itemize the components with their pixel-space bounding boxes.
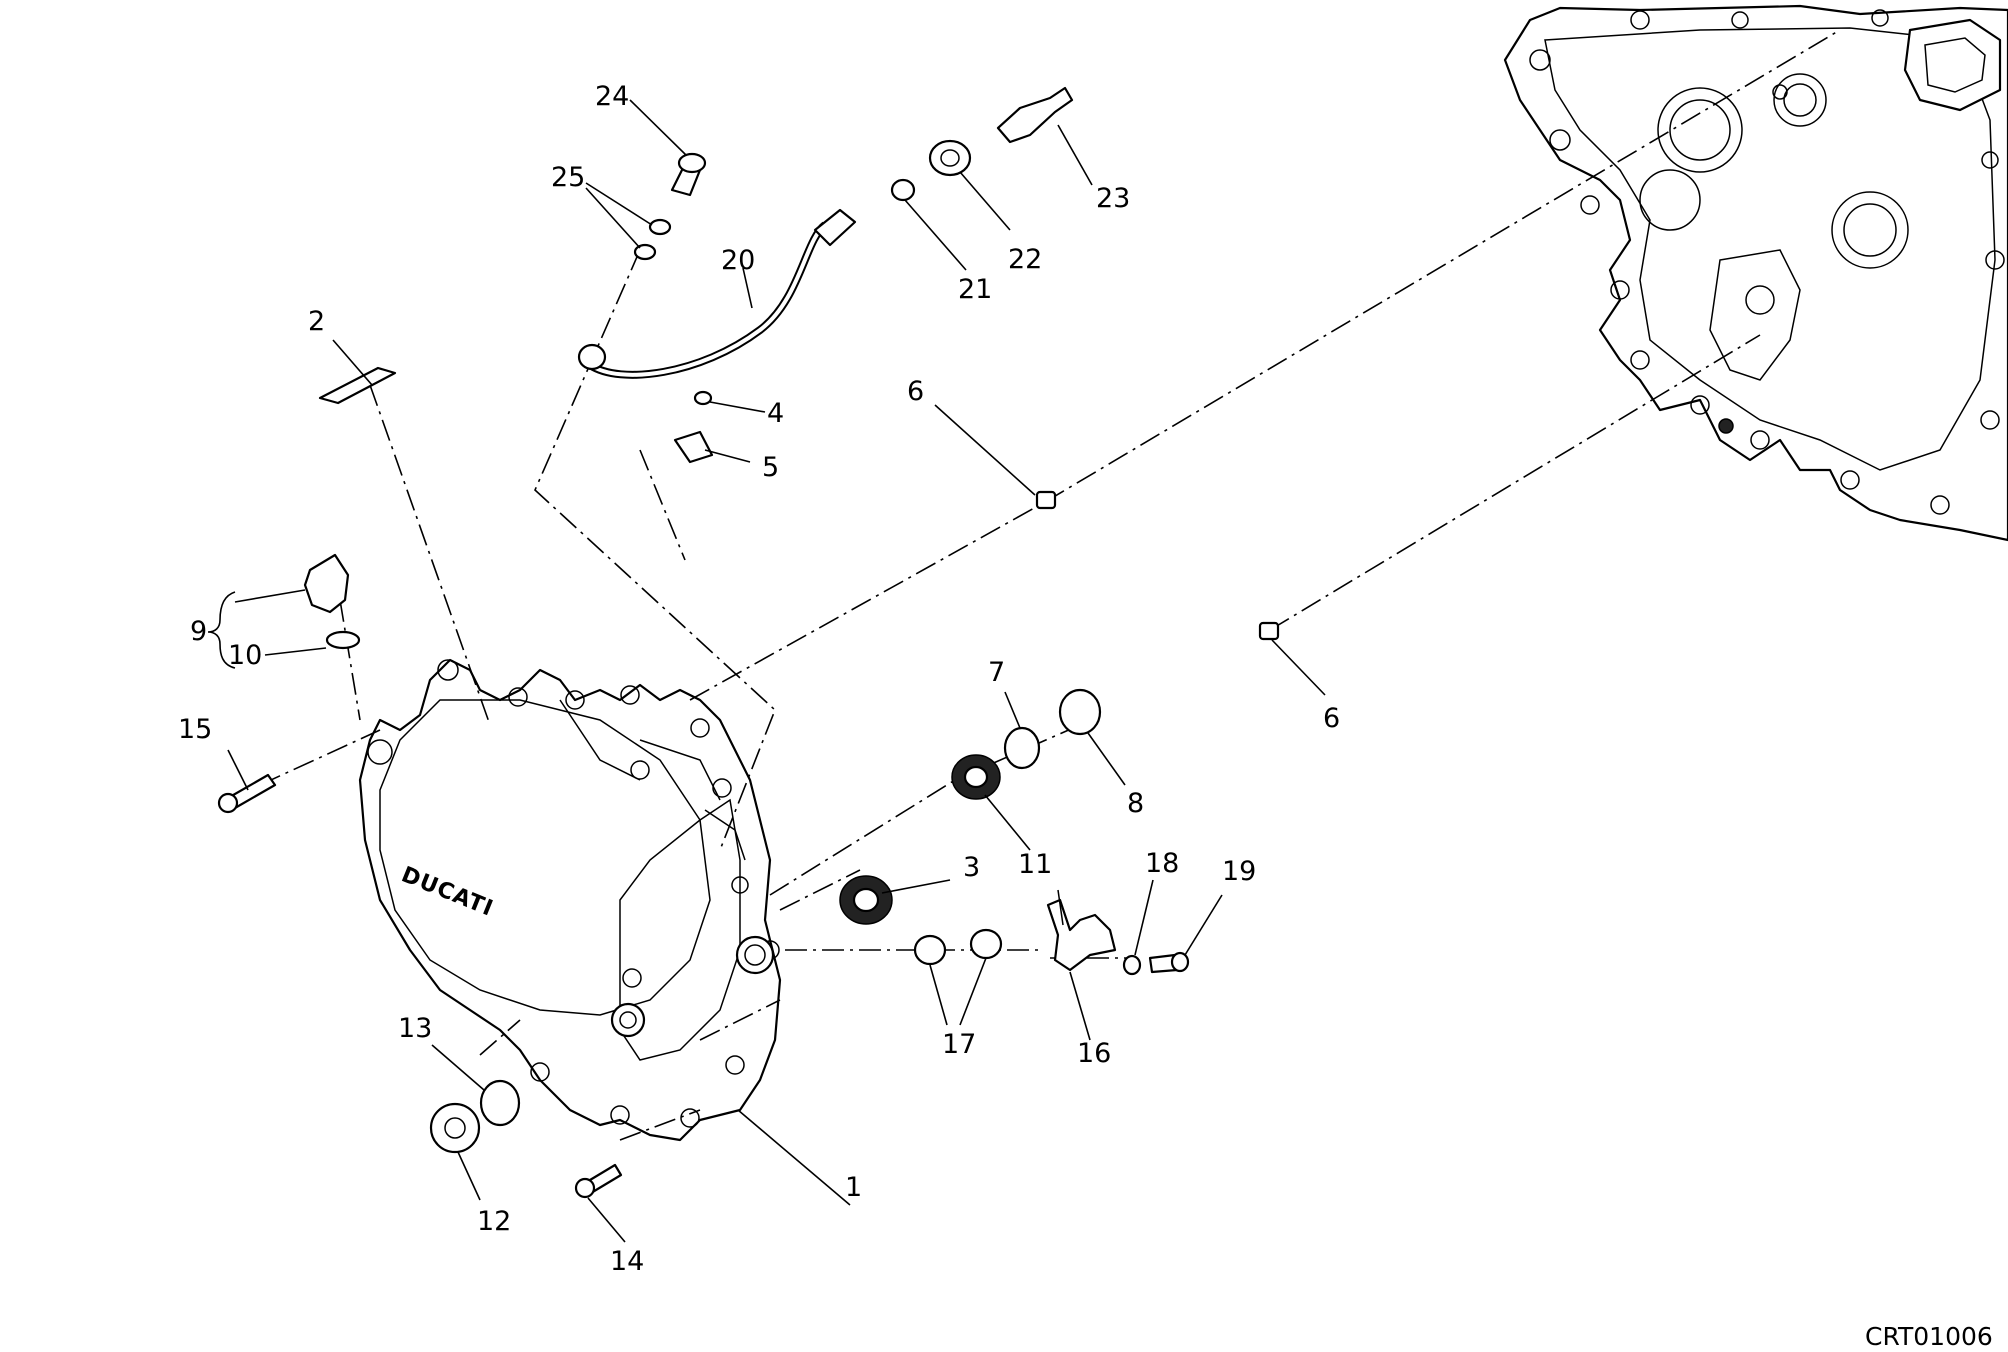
callout-1: 1 (845, 1172, 862, 1203)
callout-24: 24 (595, 81, 629, 112)
callout-19: 19 (1222, 856, 1256, 887)
callout-6-right: 6 (1323, 703, 1340, 734)
callout-18: 18 (1145, 848, 1179, 879)
drawing-code: CRT01006 (1865, 1322, 1993, 1351)
callout-17: 17 (942, 1029, 976, 1060)
small-parts (217, 86, 1280, 1199)
callout-13: 13 (398, 1013, 432, 1044)
callout-10: 10 (228, 640, 262, 671)
callout-8: 8 (1127, 788, 1144, 819)
callout-20: 20 (721, 245, 755, 276)
callout-15: 15 (178, 714, 212, 745)
callout-12: 12 (477, 1206, 511, 1237)
leader-lines (207, 99, 1326, 1243)
callout-22: 22 (1008, 244, 1042, 275)
callout-11: 11 (1018, 849, 1052, 880)
callout-7: 7 (988, 657, 1005, 688)
callout-25: 25 (551, 162, 585, 193)
callout-2: 2 (308, 306, 325, 337)
callout-21: 21 (958, 274, 992, 305)
clutch-cover-drawing: DUCATI (358, 658, 782, 1142)
callout-9: 9 (190, 616, 207, 647)
callout-4: 4 (767, 398, 784, 429)
callout-3: 3 (963, 852, 980, 883)
callout-14: 14 (610, 1246, 644, 1277)
callout-numbers: 1 2 3 4 5 6 6 7 8 9 10 11 12 13 14 15 16… (178, 81, 1340, 1277)
crankcase-drawing (1503, 4, 2008, 542)
callout-5: 5 (762, 452, 779, 483)
callout-6-center: 6 (907, 376, 924, 407)
callout-16: 16 (1077, 1038, 1111, 1069)
callout-23: 23 (1096, 183, 1130, 214)
